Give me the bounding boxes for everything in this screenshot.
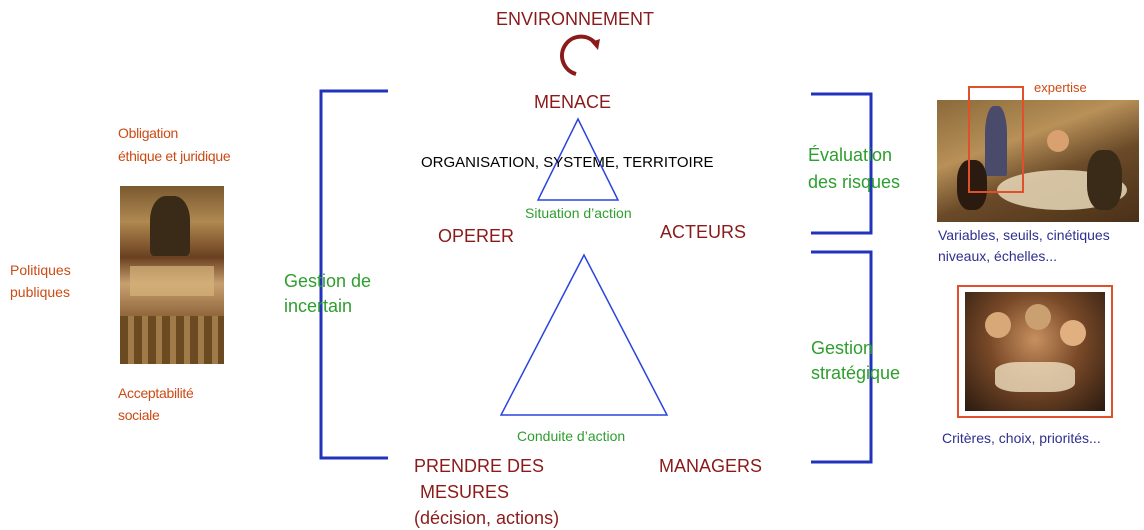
gestion-strategique-line1: Gestion: [811, 338, 874, 358]
gestion-incertain-line2: incertain: [284, 296, 353, 316]
organisation-label: ORGANISATION, SYSTEME, TERRITOIRE: [421, 154, 714, 171]
variables-label-line2: niveaux, échelles...: [938, 248, 1058, 264]
criteres-label: Critères, choix, priorités...: [942, 430, 1101, 446]
cycle-arrow-icon: [560, 34, 600, 76]
expertise-label: expertise: [1034, 80, 1087, 95]
managers-label: MANAGERS: [659, 456, 763, 476]
acceptabilite-label-line2: sociale: [118, 407, 160, 423]
acteurs-label: ACTEURS: [660, 222, 747, 242]
expertise-frame: [968, 86, 1024, 193]
right-bracket-lower: [811, 250, 873, 464]
prendre-label-line1: PRENDRE DES: [414, 456, 545, 476]
politiques-label-line1: Politiques: [10, 262, 71, 278]
meeting-photo: [937, 100, 1139, 222]
evaluation-label-line1: Évaluation: [808, 145, 893, 165]
acceptabilite-label-line1: Acceptabilité: [118, 385, 194, 401]
small-triangle: [536, 117, 620, 201]
team-photo: [965, 292, 1105, 411]
politiques-label-line2: publiques: [10, 284, 70, 300]
prendre-label-line2: MESURES: [420, 482, 510, 502]
obligation-label-line2: éthique et juridique: [118, 148, 231, 164]
operer-label: OPERER: [438, 226, 515, 246]
menace-label: MENACE: [534, 92, 612, 112]
conduite-label: Conduite d’action: [517, 428, 626, 444]
left-bracket: [319, 89, 388, 460]
large-triangle: [499, 253, 669, 416]
environnement-label: ENVIRONNEMENT: [496, 9, 655, 29]
prendre-label-line3: (décision, actions): [414, 508, 560, 528]
team-frame: [957, 285, 1113, 418]
gestion-incertain-line1: Gestion de: [284, 271, 372, 291]
variables-label-line1: Variables, seuils, cinétiques: [938, 227, 1110, 243]
evaluation-label-line2: des risques: [808, 172, 901, 192]
right-bracket-upper: [811, 92, 873, 235]
gestion-strategique-line2: stratégique: [811, 363, 901, 383]
obligation-label-line1: Obligation: [118, 125, 179, 141]
situation-label: Situation d’action: [525, 205, 632, 221]
parliament-photo: [120, 186, 224, 364]
